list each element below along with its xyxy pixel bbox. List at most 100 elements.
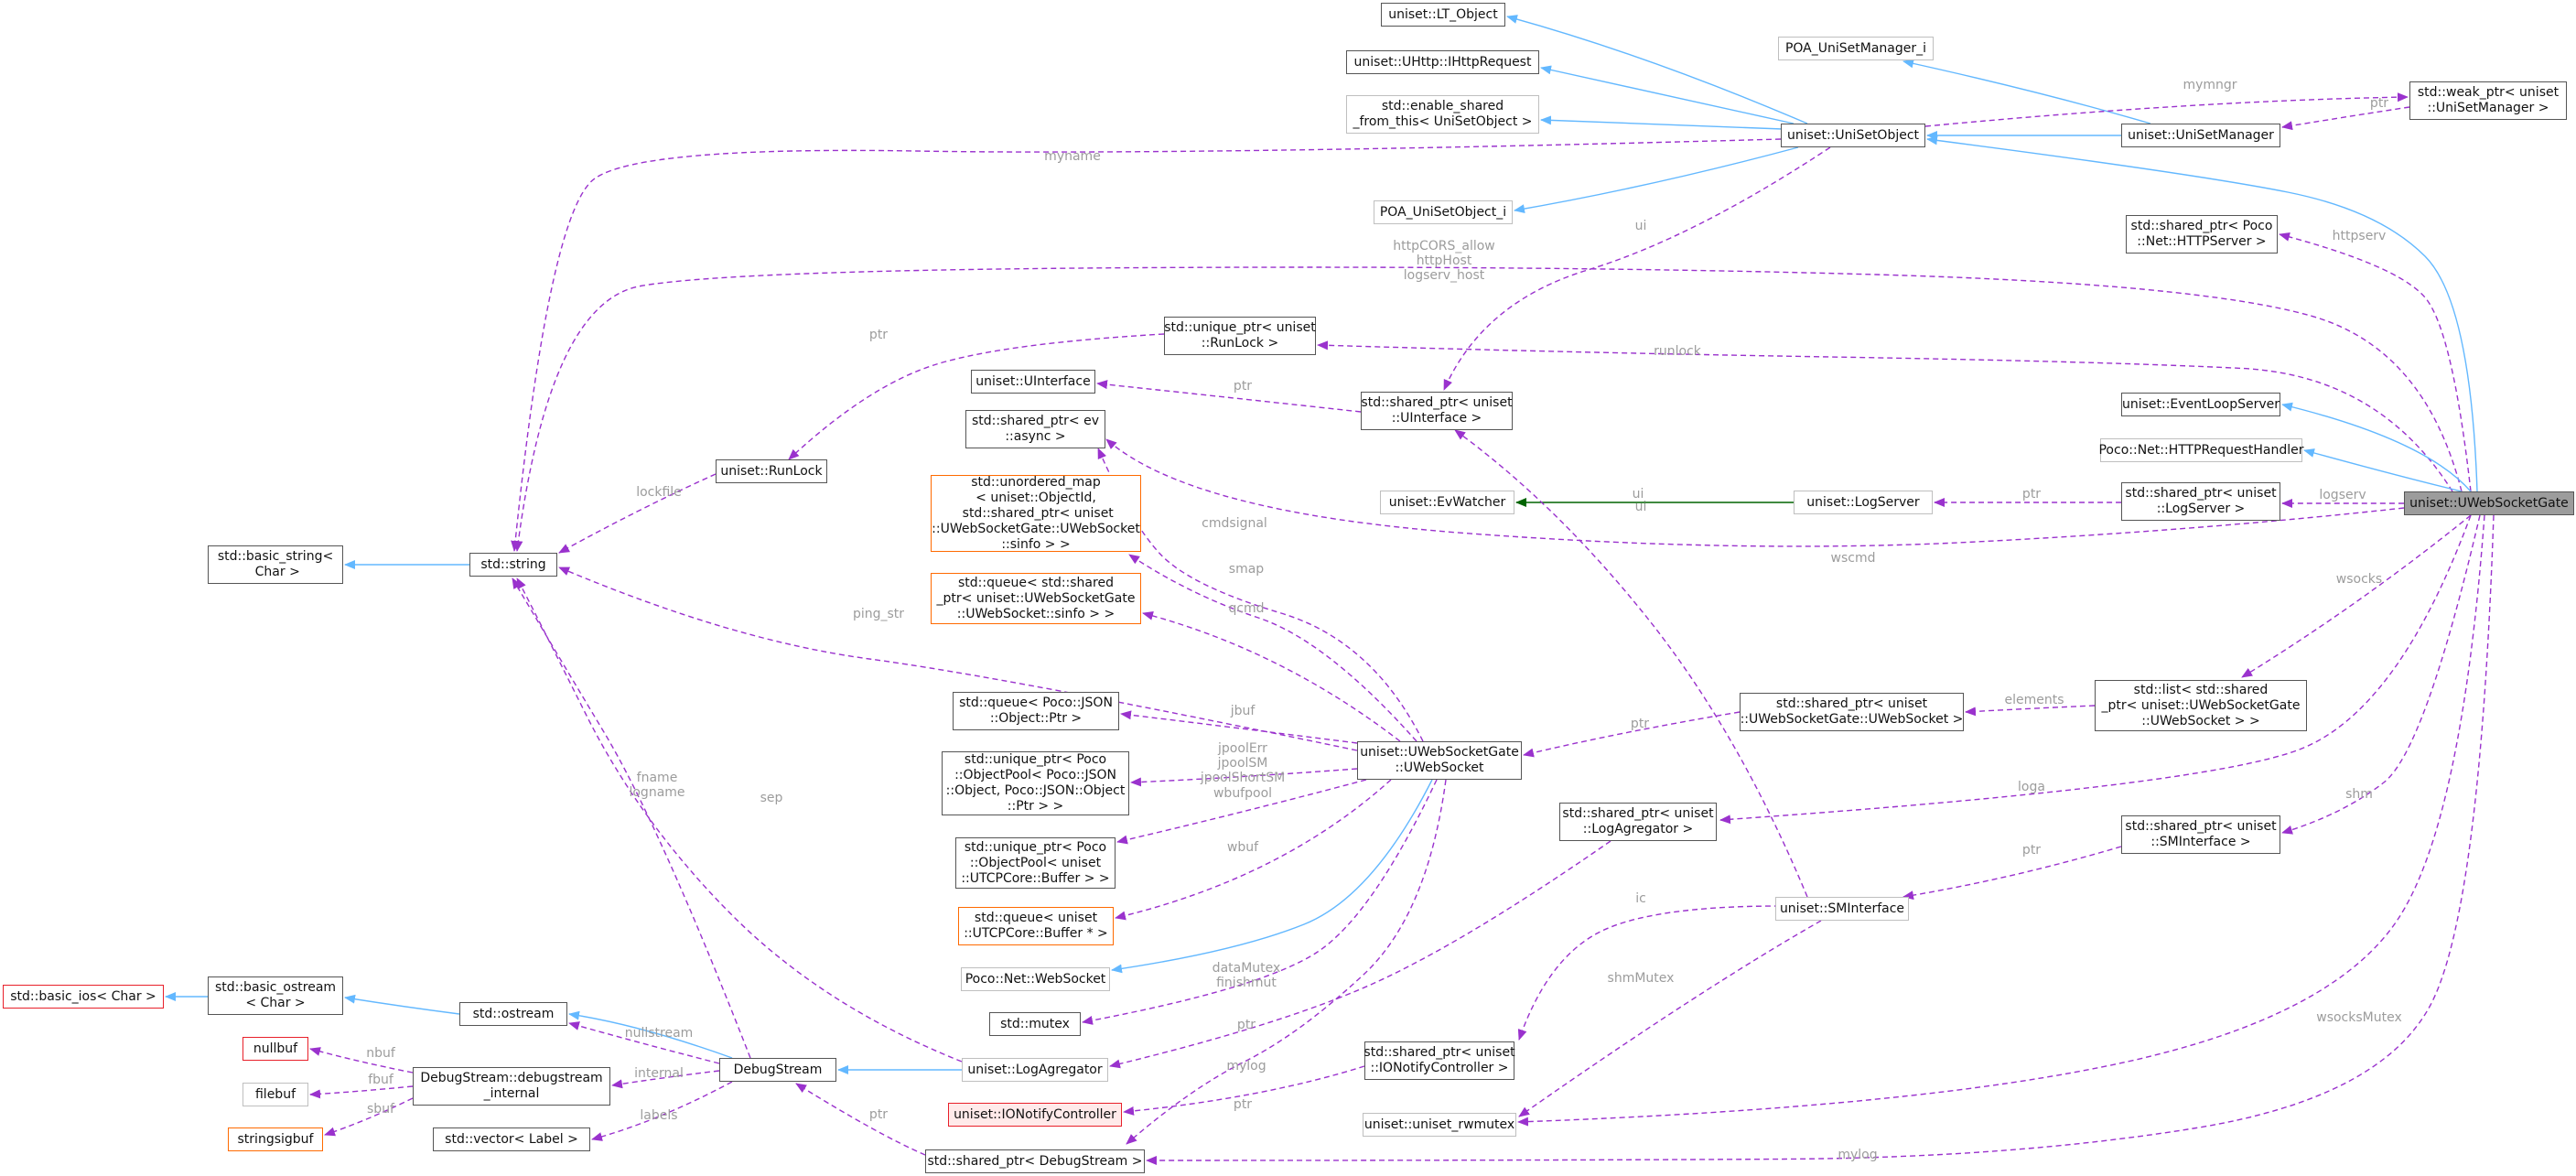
edge-label-uws-to-queue_sinfo: qcmd — [1228, 601, 1265, 616]
node-sp-logserver[interactable]: std::shared_ptr< uniset ::LogServer > — [2121, 482, 2280, 521]
node-up-objpool[interactable]: std::unique_ptr< Poco ::ObjectPool< Poco… — [942, 751, 1129, 815]
node-basic-string[interactable]: std::basic_string< Char > — [208, 545, 343, 584]
node-queue-json[interactable]: std::queue< Poco::JSON ::Object::Ptr > — [953, 692, 1119, 730]
edge-weak_ptr-to-unisetmanager — [2281, 106, 2410, 131]
node-logagr[interactable]: uniset::LogAgregator — [962, 1058, 1108, 1082]
node-vector-label[interactable]: std::vector< Label > — [433, 1127, 590, 1151]
node-unisetmanager[interactable]: uniset::UniSetManager — [2121, 124, 2280, 147]
node-enable-shared[interactable]: std::enable_shared _from_this< UniSetObj… — [1346, 95, 1539, 134]
edge-label-unisetobject-to-sp_uinterface: ui — [1634, 219, 1647, 233]
edge-label-sp_debugstream-to-debugstream: ptr — [868, 1107, 889, 1122]
node-basic-ios[interactable]: std::basic_ios< Char > — [3, 985, 164, 1009]
edge-label-dsinternal-to-stringsigbuf: sbuf — [367, 1102, 394, 1117]
edge-label-unisetobject-to-weak_ptr: mymngr — [2183, 78, 2237, 92]
node-filebuf[interactable]: filebuf — [243, 1083, 308, 1106]
node-ostream[interactable]: std::ostream — [459, 1002, 567, 1026]
node-poa-mgr[interactable]: POA_UniSetManager_i — [1778, 37, 1934, 60]
node-sp-sminterface[interactable]: std::shared_ptr< uniset ::SMInterface > — [2121, 815, 2280, 854]
node-evwatcher[interactable]: uniset::EvWatcher — [1380, 491, 1514, 514]
edge-uws-to-stdstring — [558, 566, 1358, 751]
node-sp-async[interactable]: std::shared_ptr< ev ::async > — [965, 410, 1105, 448]
node-logserver[interactable]: uniset::LogServer — [1794, 491, 1933, 514]
edge-sp_logagr-to-logagr — [1109, 840, 1611, 1069]
edge-label-uwsg-to-sp_logagr: loga — [2018, 780, 2045, 794]
node-sp-httpserver[interactable]: std::shared_ptr< Poco ::Net::HTTPServer … — [2126, 215, 2278, 254]
edge-label-sp_sminterface-to-sminterface: ptr — [2021, 843, 2042, 858]
node-unisetobject[interactable]: uniset::UniSetObject — [1781, 124, 1925, 147]
node-list-uws[interactable]: std::list< std::shared _ptr< uniset::UWe… — [2095, 680, 2307, 731]
edge-label-uws-to-queue_json: jbuf — [1230, 704, 1256, 718]
edge-unisetobject-to-weak_ptr — [1924, 92, 2409, 127]
node-rwmutex[interactable]: uniset::uniset_rwmutex — [1363, 1113, 1516, 1137]
edge-uws-to-sp_debugstream — [1126, 779, 1447, 1145]
node-ionotify[interactable]: uniset::IONotifyController — [948, 1103, 1122, 1127]
node-eventloop[interactable]: uniset::EventLoopServer — [2121, 393, 2280, 416]
node-sp-uws[interactable]: std::shared_ptr< uniset ::UWebSocketGate… — [1740, 693, 1964, 731]
node-debugstream[interactable]: DebugStream — [719, 1058, 836, 1082]
node-lt-object[interactable]: uniset::LT_Object — [1381, 3, 1505, 27]
node-weak-ptr[interactable]: std::weak_ptr< uniset ::UniSetManager > — [2409, 81, 2567, 120]
edge-label-sp_logagr-to-logagr: ptr — [1236, 1018, 1256, 1032]
node-sp-ionotify[interactable]: std::shared_ptr< uniset ::IONotifyContro… — [1363, 1041, 1515, 1080]
edge-uws-to-queue_buffer — [1115, 779, 1392, 921]
edge-runlock-to-stdstring — [558, 473, 717, 554]
edge-label-sp_ionotify-to-ionotify: ptr — [1233, 1097, 1253, 1112]
edge-label-uwsg-to-sp_httpserver: httpserv — [2332, 229, 2387, 243]
edge-unisetobject-to-lt_object — [1506, 15, 1808, 124]
node-stringsigbuf[interactable]: stringsigbuf — [228, 1127, 323, 1151]
edge-uwsg-to-sp_debugstream — [1146, 514, 2495, 1165]
edge-logagr-to-stdstring — [516, 577, 963, 1063]
edge-unisetobject-to-enable_shared — [1540, 115, 1784, 130]
edge-label-runlock-to-stdstring: lockfile — [636, 485, 682, 500]
edge-label-uwsg-to-up_runlock: runlock — [1654, 344, 1701, 359]
node-nullbuf[interactable]: nullbuf — [243, 1037, 308, 1061]
edge-up_runlock-to-runlock — [788, 333, 1165, 460]
node-sp-uinterface[interactable]: std::shared_ptr< uniset ::UInterface > — [1361, 392, 1513, 430]
node-runlock[interactable]: uniset::RunLock — [716, 459, 827, 483]
edge-uws-to-sp_async — [1097, 448, 1424, 742]
node-sp-debugstream[interactable]: std::shared_ptr< DebugStream > — [925, 1149, 1145, 1173]
node-dsinternal[interactable]: DebugStream::debugstream _internal — [413, 1067, 610, 1106]
edge-label-sp_uws-to-uws: ptr — [1630, 717, 1650, 731]
node-poa-obj[interactable]: POA_UniSetObject_i — [1374, 200, 1513, 224]
edge-label-uws-to-sp_async: cmdsignal — [1202, 516, 1267, 531]
edge-debugstream-to-stdstring — [512, 577, 751, 1059]
node-httpreqh[interactable]: Poco::Net::HTTPRequestHandler — [2098, 438, 2304, 462]
edge-label-debugstream-to-dsinternal: internal — [634, 1066, 684, 1081]
node-uhttp[interactable]: uniset::UHttp::IHttpRequest — [1346, 50, 1539, 74]
edge-uwsg-to-httpreqh — [2303, 448, 2463, 492]
node-stdstring[interactable]: std::string — [469, 553, 557, 577]
edge-uwsg-to-sp_httpserver — [2279, 232, 2472, 492]
edge-label-debugstream-to-stdstring: fname logname — [629, 771, 685, 800]
edge-layer — [165, 15, 2495, 1165]
node-uws[interactable]: uniset::UWebSocketGate ::UWebSocket — [1357, 741, 1522, 780]
edge-label-uwsg-to-stdstring: httpCORS_allow httpHost logserv_host — [1393, 239, 1495, 283]
node-sp-logagr[interactable]: std::shared_ptr< uniset ::LogAgregator > — [1559, 803, 1717, 841]
node-queue-sinfo[interactable]: std::queue< std::shared _ptr< uniset::UW… — [931, 573, 1141, 624]
node-sminterface[interactable]: uniset::SMInterface — [1775, 897, 1909, 921]
node-basic-ostream[interactable]: std::basic_ostream < Char > — [208, 976, 343, 1015]
node-up-runlock[interactable]: std::unique_ptr< uniset ::RunLock > — [1164, 317, 1316, 355]
edge-label-unisetobject-to-stdstring: myname — [1044, 149, 1101, 164]
edge-unisetmanager-to-poa_mgr — [1902, 59, 2151, 124]
edge-sp_debugstream-to-debugstream — [795, 1083, 926, 1156]
edge-uws-to-queue_sinfo — [1142, 610, 1401, 742]
node-queue-buffer[interactable]: std::queue< uniset ::UTCPCore::Buffer * … — [958, 907, 1114, 945]
node-stdmutex[interactable]: std::mutex — [989, 1012, 1081, 1036]
edge-label-uwsg-to-sp_async: wscmd — [1830, 551, 1876, 566]
node-uwsg[interactable]: uniset::UWebSocketGate — [2404, 491, 2574, 515]
edge-sminterface-to-sp_uinterface — [1454, 429, 1808, 898]
node-umap[interactable]: std::unordered_map < uniset::ObjectId, s… — [931, 474, 1141, 552]
edge-dsinternal-to-nullbuf — [309, 1047, 414, 1074]
edge-label-uws-to-up_buffer: wbufpool — [1213, 786, 1273, 801]
edge-uwsg-to-unisetobject — [1926, 135, 2478, 492]
edge-label-uwsg-to-list_uws: wsocks — [2335, 572, 2383, 587]
edge-uws-to-queue_json — [1120, 710, 1358, 744]
node-up-buffer[interactable]: std::unique_ptr< Poco ::ObjectPool< unis… — [955, 837, 1116, 889]
node-uinterface[interactable]: uniset::UInterface — [971, 370, 1095, 394]
edge-label-uws-to-stdstring: ping_str — [852, 607, 905, 621]
edge-uws-to-up_buffer — [1116, 779, 1367, 845]
edge-uws-to-umap — [1128, 554, 1417, 742]
node-pocows[interactable]: Poco::Net::WebSocket — [961, 967, 1110, 991]
